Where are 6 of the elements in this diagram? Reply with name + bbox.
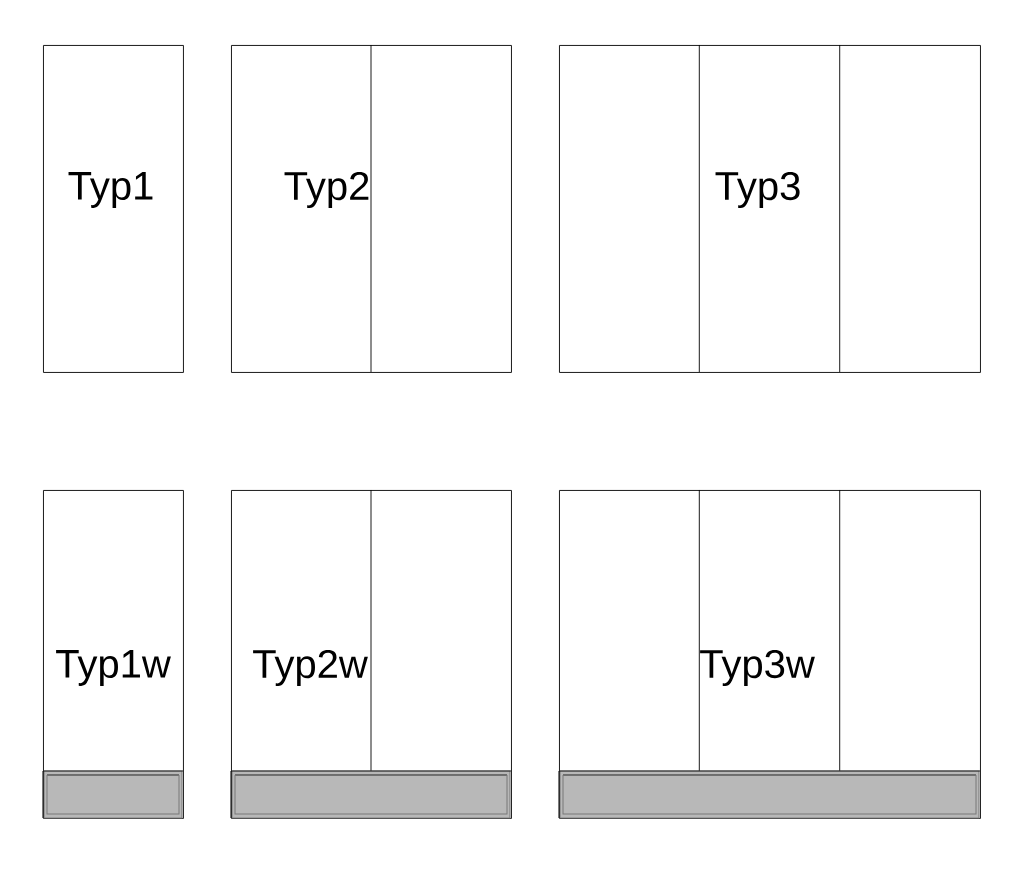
cabinet-drawing: Typ3w: [558, 489, 981, 819]
cabinet-drawing: Typ2: [231, 44, 512, 373]
cabinet-drawing: Typ1w: [42, 490, 184, 819]
cabinet-drawing: Typ2w: [230, 489, 512, 819]
cabinet-drawing: Typ3: [559, 44, 981, 373]
cabinet-drawing: Typ1: [43, 45, 184, 373]
